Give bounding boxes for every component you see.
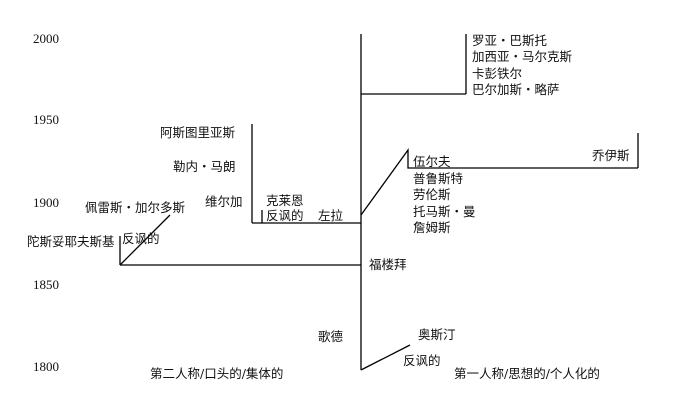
name-vargas-llosa: 巴尔加斯・略萨: [472, 82, 560, 97]
year-1950: 1950: [33, 112, 59, 127]
name-proust: 普鲁斯特: [413, 171, 464, 186]
name-asturias: 阿斯图里亚斯: [160, 125, 236, 140]
name-verga: 维尔加: [205, 194, 243, 209]
middle-branch-line: [360, 147, 638, 216]
name-dostoevsky: 陀斯妥耶夫斯基: [27, 234, 115, 249]
name-joyce: 乔伊斯: [592, 148, 630, 163]
name-perez-galdos: 佩雷斯・加尔多斯: [85, 200, 186, 215]
name-flaubert: 福楼拜: [369, 257, 407, 272]
name-thomas-mann: 托马斯・曼: [413, 204, 476, 219]
name-austen: 奥斯汀: [418, 327, 456, 342]
name-lawrence: 劳伦斯: [413, 187, 451, 202]
year-1850: 1850: [33, 277, 59, 292]
year-1800: 1800: [33, 359, 59, 374]
label-ironic-upper: 反讽的: [266, 208, 304, 223]
austen-branch-line: [360, 344, 411, 371]
name-rene-maran: 勒内・马朗: [173, 159, 236, 174]
year-2000: 2000: [33, 31, 59, 46]
name-klein: 克莱恩: [266, 193, 304, 208]
galdos-diagonal: [119, 214, 171, 266]
year-1900: 1900: [33, 195, 59, 210]
name-zola: 左拉: [318, 208, 344, 223]
label-ironic-lower: 反讽的: [122, 231, 160, 246]
name-woolf: 伍尔夫: [413, 154, 451, 169]
name-james: 詹姆斯: [413, 220, 451, 235]
name-carpentier: 卡彭铁尔: [472, 66, 523, 81]
name-roa-bastos: 罗亚・巴斯托: [472, 33, 548, 48]
caption-right: 第一人称/思想的/个人化的: [454, 366, 600, 381]
name-goethe: 歌德: [318, 329, 344, 344]
caption-left: 第二人称/口头的/集体的: [150, 366, 284, 381]
label-ironic-root: 反讽的: [403, 353, 441, 368]
name-garcia-marquez: 加西亚・马尔克斯: [472, 49, 573, 64]
